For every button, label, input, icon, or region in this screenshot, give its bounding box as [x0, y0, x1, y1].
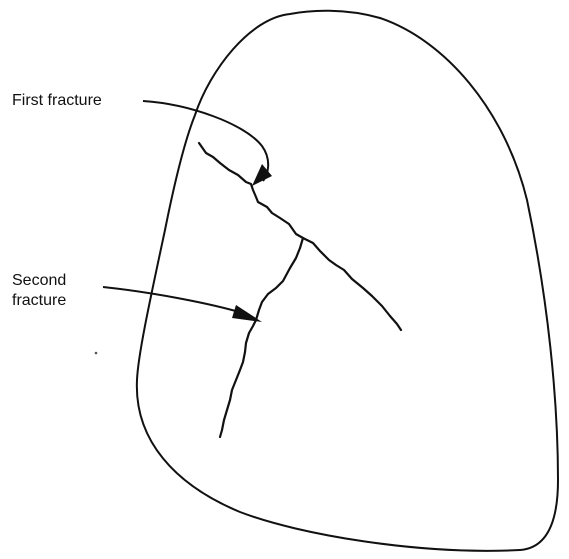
- first-fracture-label-text: First fracture: [12, 92, 102, 109]
- second-fracture-label-line2: fracture: [12, 291, 66, 311]
- first-fracture-leader-line: [143, 101, 268, 181]
- first-fracture-label: First fracture: [12, 91, 102, 111]
- stray-dot: [95, 352, 98, 355]
- specimen-outline: [137, 11, 558, 551]
- second-fracture-label: Second fracture: [12, 271, 66, 311]
- second-fracture-crack: [220, 238, 303, 437]
- first-fracture-crack: [199, 143, 401, 330]
- second-fracture-leader-line: [103, 287, 246, 314]
- second-fracture-label-line1: Second: [12, 271, 66, 291]
